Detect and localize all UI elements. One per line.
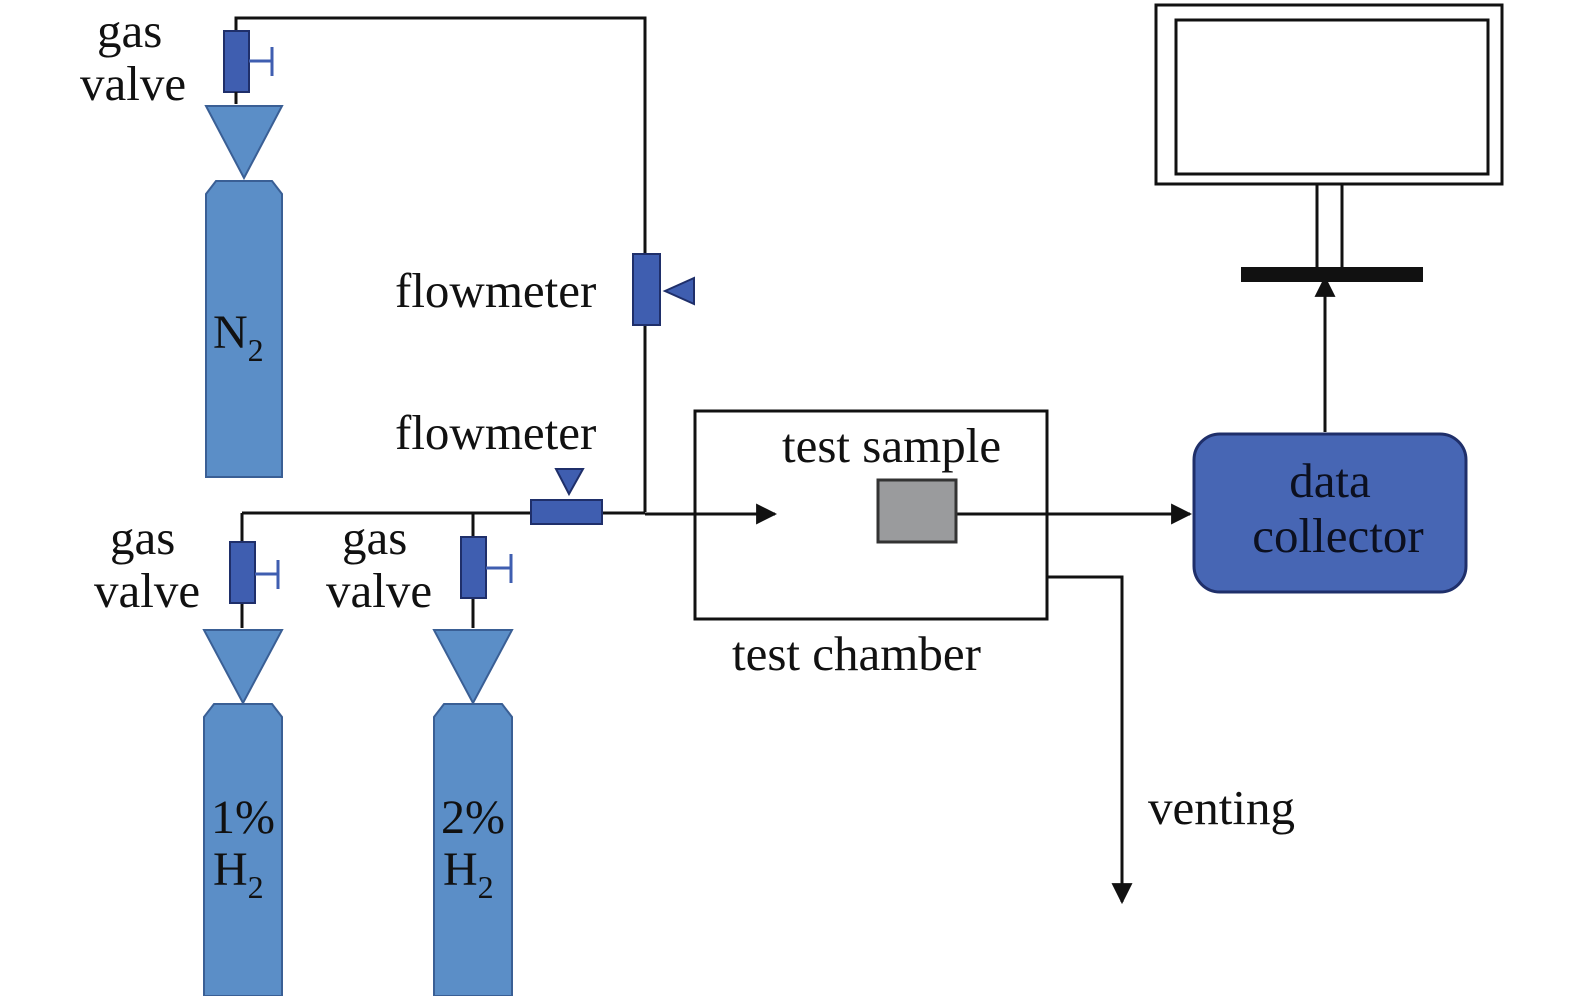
h2-2pct-regulator [432,629,514,706]
h2-1pct-cylinder-label-bottom: H2 [213,843,264,905]
svg-text:gas: gas [342,510,407,565]
venting-arrow [1047,575,1133,905]
n2-cylinder: N2 [205,180,283,478]
svg-text:valve: valve [326,563,432,618]
test-sample-label: test sample [782,418,1001,473]
venting-label: venting [1148,780,1295,835]
h2-2pct-cylinder: 2% H2 [433,703,513,996]
svg-text:data: data [1289,453,1371,508]
h2-2pct-gas-valve-label: gas valve [326,510,432,618]
h2-1pct-gas-valve-label: gas valve [94,510,200,618]
h2-2pct-cylinder-label-top: 2% [441,791,505,844]
gas-lines [234,16,1336,905]
h2-1pct-cylinder-label-top: 1% [211,791,275,844]
h2-1pct-gas-valve[interactable] [229,541,280,604]
h2-1pct-regulator [202,629,284,706]
n2-flowmeter[interactable] [632,253,695,326]
n2-gas-valve[interactable] [223,30,274,93]
test-chamber-box [693,409,1049,621]
h2-flowmeter-label: flowmeter [395,405,596,460]
h2-2pct-cylinder-label-bottom: H2 [443,843,494,905]
test-chamber-label: test chamber [732,626,981,681]
svg-text:valve: valve [94,563,200,618]
n2-regulator [204,105,284,181]
computer-monitor-icon [1154,3,1504,282]
svg-text:gas: gas [110,510,175,565]
svg-text:valve: valve [80,56,186,111]
h2-1pct-cylinder: 1% H2 [203,703,283,996]
n2-cylinder-label: N2 [213,306,264,368]
h2-2pct-gas-valve[interactable] [460,536,513,599]
h2-flowmeter[interactable] [530,468,603,525]
svg-text:collector: collector [1252,508,1423,563]
svg-text:gas: gas [97,3,162,58]
n2-flowmeter-label: flowmeter [395,263,596,318]
n2-gas-valve-label: gas valve [80,3,186,111]
test-sample [876,478,958,544]
data-collector: data collector [1192,432,1468,594]
